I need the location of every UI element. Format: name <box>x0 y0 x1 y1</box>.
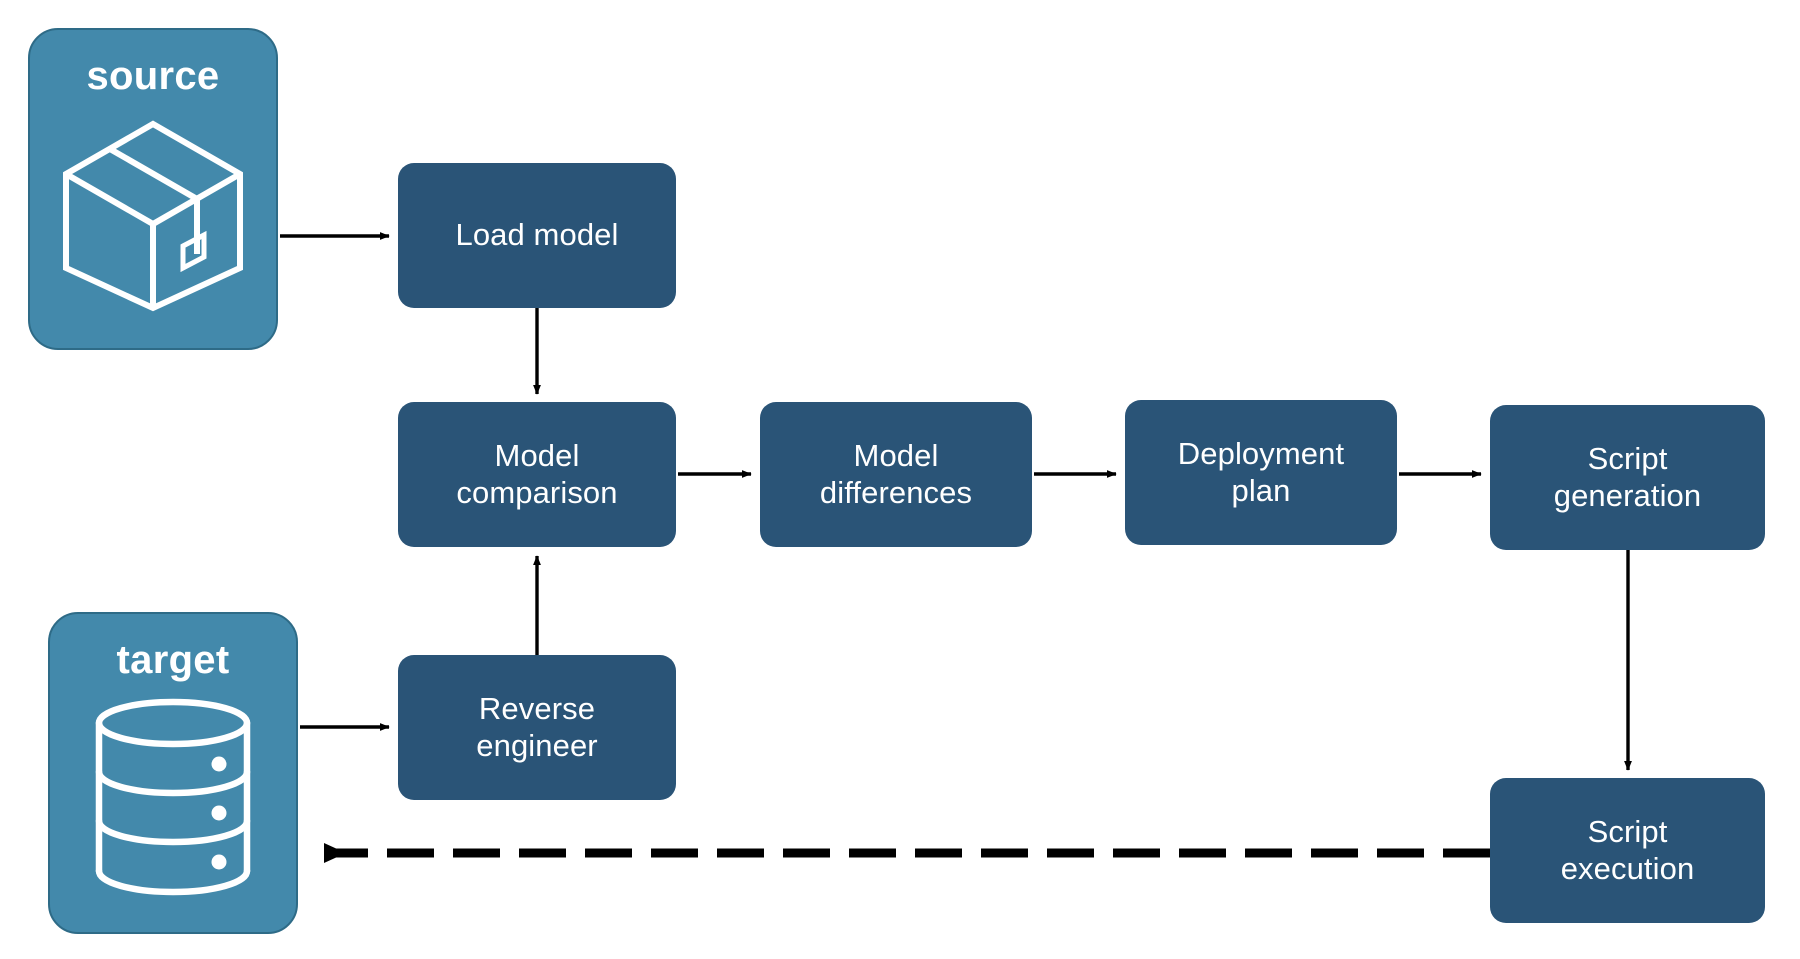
process-model-differences-label: Model differences <box>819 437 973 510</box>
endpoint-source-label: source <box>86 54 220 98</box>
package-box-icon <box>63 120 243 312</box>
process-deployment-plan[interactable]: Deployment plan <box>1125 400 1397 545</box>
process-model-comparison[interactable]: Model comparison <box>398 402 676 547</box>
endpoint-target[interactable]: target <box>48 612 298 934</box>
process-load-model[interactable]: Load model <box>398 163 676 308</box>
process-script-execution-label: Script execution <box>1560 813 1695 886</box>
process-model-differences[interactable]: Model differences <box>760 402 1032 547</box>
process-reverse-engineer[interactable]: Reverse engineer <box>398 655 676 800</box>
process-reverse-engineer-label: Reverse engineer <box>476 690 598 763</box>
process-load-model-label: Load model <box>455 217 619 253</box>
process-script-execution[interactable]: Script execution <box>1490 778 1765 923</box>
endpoint-target-label: target <box>116 638 230 682</box>
database-status-dots <box>211 756 227 870</box>
database-cylinder-icon <box>95 698 251 896</box>
process-script-generation-label: Script generation <box>1553 440 1702 513</box>
process-script-generation[interactable]: Script generation <box>1490 405 1765 550</box>
endpoint-source[interactable]: source <box>28 28 278 350</box>
process-deployment-plan-label: Deployment plan <box>1177 435 1345 508</box>
process-model-comparison-label: Model comparison <box>456 437 618 510</box>
